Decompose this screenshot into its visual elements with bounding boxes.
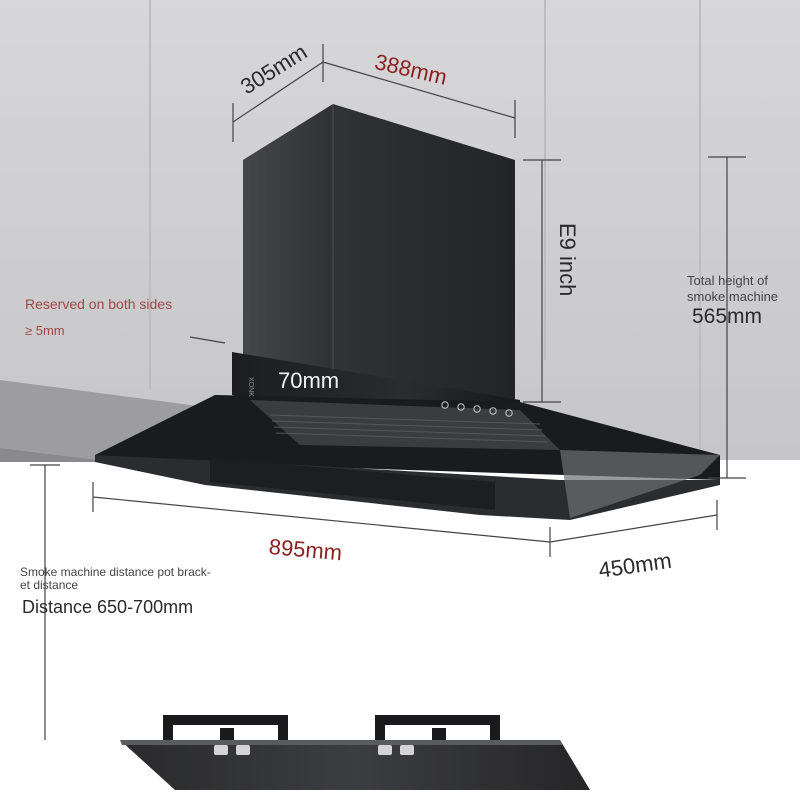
dim-305-line (232, 61, 324, 123)
knob-icon[interactable] (378, 745, 392, 755)
cooktop-knobs (214, 745, 414, 755)
cooktop-grate-right (375, 715, 500, 740)
total-height-value: 565mm (692, 305, 763, 328)
fan-low-icon[interactable] (473, 405, 481, 413)
dim-450-line (549, 514, 718, 543)
hood-filter-grille (269, 414, 549, 443)
hood-oil-cup (210, 458, 495, 510)
cooktop-grate-left (163, 715, 288, 740)
dimension-front-panel: 70mm (278, 368, 340, 393)
light-icon[interactable] (457, 403, 465, 411)
distance-value: Distance 650-700mm (22, 597, 194, 617)
reserved-note-line1: Reserved on both sides (25, 296, 173, 312)
timer-icon[interactable] (505, 409, 513, 417)
cooktop-edge (120, 740, 563, 745)
knob-icon[interactable] (236, 745, 250, 755)
total-height-label-line2: smoke machine (687, 289, 779, 304)
brand-logo: XONK (247, 377, 254, 397)
knob-icon[interactable] (214, 745, 228, 755)
hood-chimney-side (243, 104, 333, 380)
dim-gap-line (189, 336, 226, 344)
dim-895-line (92, 496, 551, 543)
fan-high-icon[interactable] (489, 407, 497, 415)
distance-note-line1: Smoke machine distance pot brack- (20, 565, 211, 579)
dimension-lines (30, 44, 746, 740)
dimension-chimney-height: E9 inch (555, 223, 580, 297)
total-height-label-line1: Total height of (687, 273, 768, 288)
distance-note-line2: et distance (20, 578, 79, 592)
reserved-note-line2: ≥ 5mm (25, 323, 65, 338)
knob-icon[interactable] (400, 745, 414, 755)
hood-control-panel (441, 401, 513, 417)
gas-cooktop (120, 740, 590, 790)
hood-side-glass (560, 450, 720, 518)
dim-388-line (322, 61, 516, 119)
power-icon[interactable] (441, 401, 449, 409)
